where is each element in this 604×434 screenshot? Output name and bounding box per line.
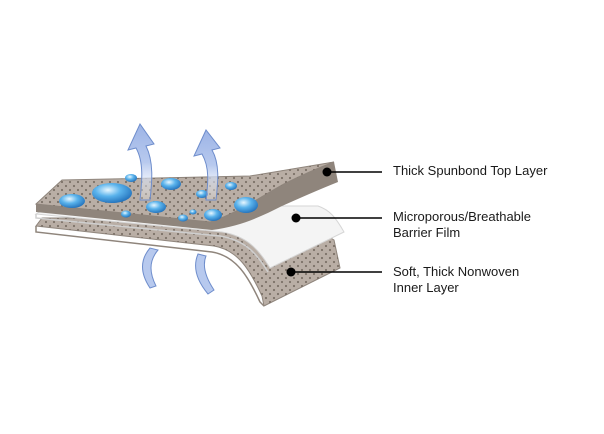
label-barrier-film: Microporous/Breathable Barrier Film — [393, 209, 531, 241]
marker-dot-middle — [291, 213, 301, 223]
water-droplet-icon — [125, 174, 137, 182]
water-droplet-icon — [204, 209, 222, 221]
marker-dot-bottom — [286, 267, 296, 277]
label-bottom-line2: Inner Layer — [393, 280, 459, 295]
vapor-arrows — [127, 123, 221, 201]
airflow-arrow-icon — [142, 247, 159, 289]
water-droplet-icon — [178, 214, 188, 222]
spunbond-top-layer — [34, 161, 338, 230]
water-droplet-icon — [196, 190, 208, 198]
water-droplet-icon — [121, 210, 131, 218]
marker-dot-top — [322, 167, 332, 177]
leader-lines — [286, 167, 382, 277]
label-middle-line1: Microporous/Breathable — [393, 209, 532, 224]
water-droplets — [59, 174, 258, 222]
water-droplet-icon — [161, 178, 181, 190]
water-droplet-icon — [225, 182, 237, 190]
water-droplet-icon — [189, 209, 197, 215]
vapor-arrow-icon — [127, 123, 155, 201]
water-droplet-icon — [146, 201, 166, 213]
airflow-arrows — [142, 247, 215, 295]
barrier-film — [34, 205, 345, 273]
vapor-arrow-icon — [193, 129, 221, 201]
label-top-line1: Thick Spunbond Top Layer — [393, 163, 548, 178]
label-bottom-line1: Soft, Thick Nonwoven — [393, 264, 520, 279]
label-top-layer: Thick Spunbond Top Layer — [393, 163, 547, 179]
water-droplet-icon — [92, 183, 132, 203]
label-inner-layer: Soft, Thick Nonwoven Inner Layer — [393, 264, 519, 296]
airflow-arrow-icon — [195, 253, 215, 295]
label-middle-line2: Barrier Film — [393, 225, 461, 240]
water-droplet-icon — [234, 197, 258, 213]
water-droplet-icon — [59, 194, 85, 208]
